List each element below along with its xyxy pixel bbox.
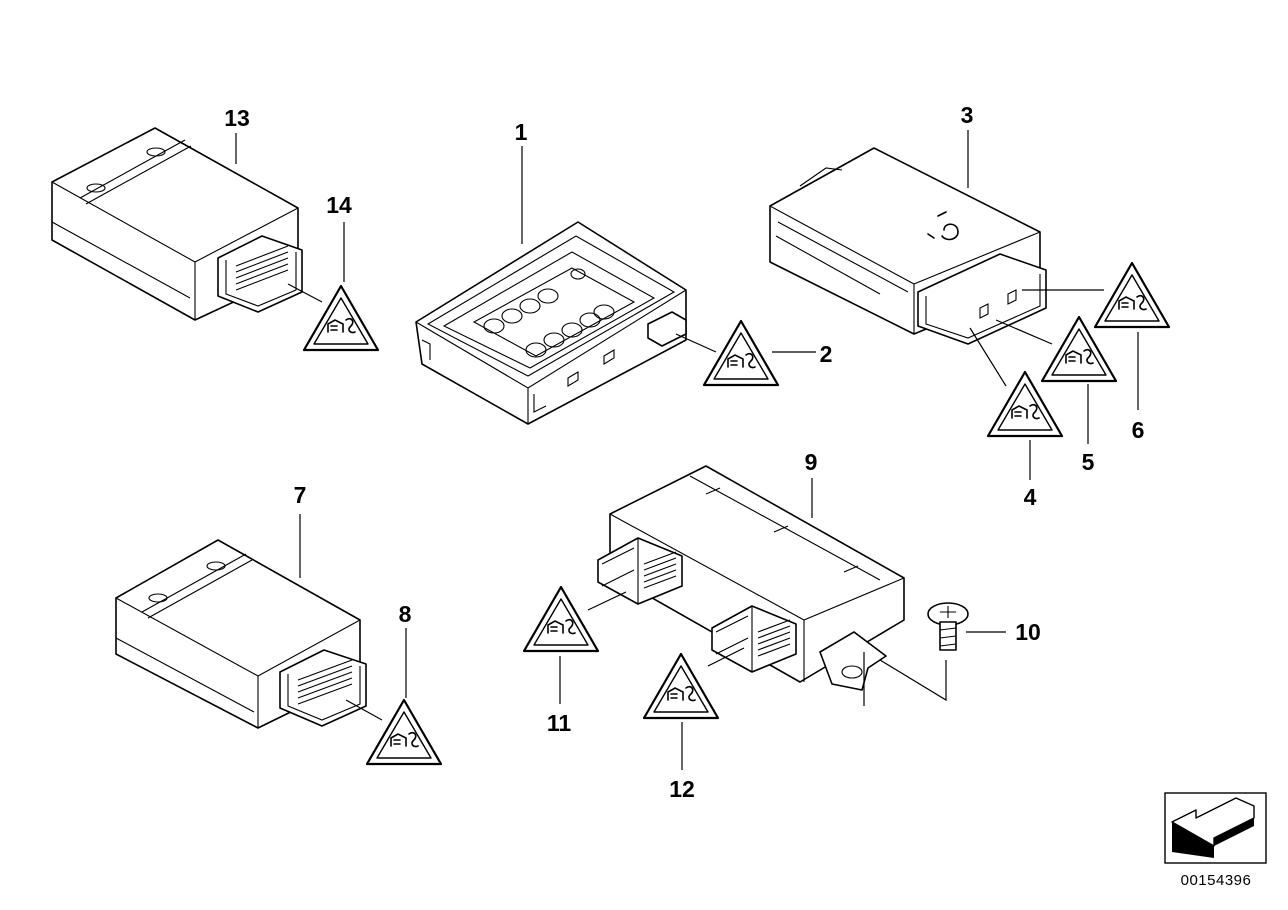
orientation-arrow-icon bbox=[1164, 792, 1267, 864]
callout-labels: 13 14 1 2 3 6 5 4 7 8 9 10 11 12 bbox=[224, 102, 1144, 802]
module-7 bbox=[115, 539, 367, 729]
warning-triangle-icon bbox=[522, 585, 600, 653]
warning-triangle-icon bbox=[302, 284, 380, 352]
diagram-code: 00154396 bbox=[1181, 872, 1252, 889]
module-9 bbox=[597, 465, 905, 691]
callout-14: 14 bbox=[326, 192, 352, 218]
module-3 bbox=[769, 147, 1047, 345]
callout-12: 12 bbox=[669, 776, 695, 802]
callout-2: 2 bbox=[820, 341, 833, 367]
module-1 bbox=[415, 221, 687, 425]
callout-10: 10 bbox=[1015, 619, 1041, 645]
callout-11: 11 bbox=[547, 710, 572, 736]
warning-triangle-icon bbox=[365, 698, 443, 766]
callout-7: 7 bbox=[294, 482, 307, 508]
callout-13: 13 bbox=[224, 105, 250, 131]
callout-4: 4 bbox=[1024, 484, 1037, 510]
callout-8: 8 bbox=[399, 601, 412, 627]
module-13 bbox=[51, 127, 303, 321]
warning-triangle-icon bbox=[702, 319, 780, 387]
warning-triangle-icon bbox=[642, 652, 720, 720]
callout-6: 6 bbox=[1132, 417, 1145, 443]
callout-5: 5 bbox=[1082, 449, 1095, 475]
warning-triangle-icon bbox=[1093, 261, 1171, 329]
callout-3: 3 bbox=[961, 102, 974, 128]
callout-1: 1 bbox=[515, 119, 528, 145]
callout-9: 9 bbox=[805, 449, 818, 475]
leader-lines bbox=[235, 130, 1139, 770]
screw-10 bbox=[927, 602, 969, 651]
